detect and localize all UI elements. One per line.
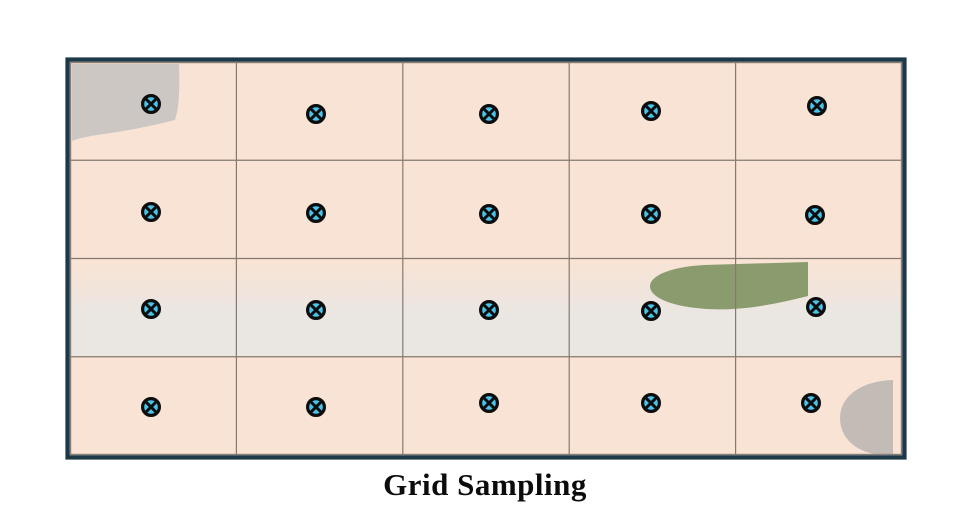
sample-point-marker <box>141 202 161 222</box>
sample-point-marker <box>306 397 326 417</box>
sample-point-marker <box>306 300 326 320</box>
grid-sampling-canvas <box>65 57 907 460</box>
sample-point-marker <box>306 104 326 124</box>
marker-x-stroke <box>144 97 158 111</box>
marker-x-stroke <box>644 104 658 118</box>
sample-point-marker <box>479 300 499 320</box>
sample-point-marker <box>141 299 161 319</box>
marker-x-stroke <box>644 396 658 410</box>
marker-x-stroke <box>309 400 323 414</box>
marker-x-stroke <box>809 300 823 314</box>
gray-patch-top-left <box>72 64 180 141</box>
marker-x-stroke <box>808 208 822 222</box>
sample-point-marker <box>806 297 826 317</box>
marker-x-stroke <box>144 205 158 219</box>
sample-point-marker <box>641 393 661 413</box>
marker-x-stroke <box>144 302 158 316</box>
sample-point-marker <box>801 393 821 413</box>
sample-point-marker <box>479 393 499 413</box>
marker-x-stroke <box>482 207 496 221</box>
sample-point-marker <box>807 96 827 116</box>
figure-caption: Grid Sampling <box>383 467 587 502</box>
frame-border <box>65 57 907 460</box>
marker-x-stroke <box>644 207 658 221</box>
sample-point-marker <box>479 104 499 124</box>
gray-patch-bottom-right <box>840 380 893 455</box>
marker-x-stroke <box>804 396 818 410</box>
sample-point-marker <box>141 94 161 114</box>
marker-x-stroke <box>144 400 158 414</box>
sample-point-marker <box>805 205 825 225</box>
sample-point-marker <box>479 204 499 224</box>
marker-x-stroke <box>810 99 824 113</box>
marker-x-stroke <box>482 396 496 410</box>
marker-x-stroke <box>644 304 658 318</box>
sample-point-marker <box>641 301 661 321</box>
sample-point-marker <box>141 397 161 417</box>
vegetation-patch <box>649 262 808 310</box>
marker-x-stroke <box>309 206 323 220</box>
marker-x-stroke <box>309 303 323 317</box>
grid-lines <box>70 62 902 455</box>
sample-point-marker <box>641 101 661 121</box>
marker-x-stroke <box>482 303 496 317</box>
marker-x-stroke <box>309 107 323 121</box>
marker-x-stroke <box>482 107 496 121</box>
sample-point-marker <box>306 203 326 223</box>
grid-outline <box>70 62 902 455</box>
sample-point-marker <box>641 204 661 224</box>
